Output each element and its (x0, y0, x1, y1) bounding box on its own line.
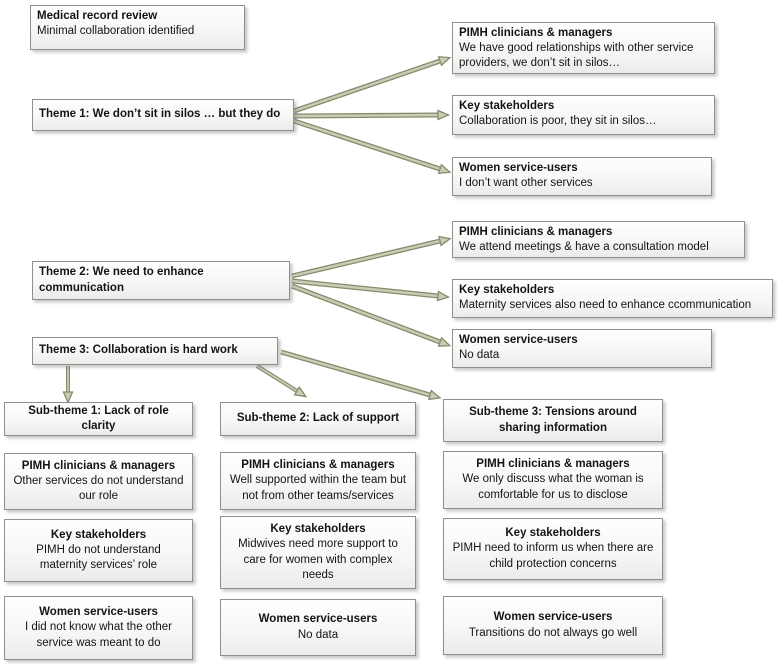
theme2-pimh-body: We attend meetings & have a consultation… (459, 241, 709, 254)
box-subtheme2-women: Women service-users No data (220, 599, 416, 656)
subtheme-3-label: Sub-theme 3: Tensions around sharing inf… (469, 406, 637, 434)
box-medical-record-review: Medical record review Minimal collaborat… (30, 5, 245, 50)
box-subtheme1-women: Women service-users I did not know what … (4, 596, 193, 660)
theme2-women-title: Women service-users (459, 334, 578, 346)
subtheme1-key-body: PIMH do not understand maternity service… (36, 543, 161, 572)
subtheme3-women-body: Transitions do not always go well (468, 626, 638, 639)
theme1-pimh-body: We have good relationships with other se… (459, 42, 694, 70)
box-subtheme2-key-stakeholders: Key stakeholders Midwives need more supp… (220, 516, 416, 589)
box-theme2-key-stakeholders: Key stakeholders Maternity services also… (452, 279, 773, 318)
subtheme3-key-title: Key stakeholders (505, 527, 601, 540)
subtheme2-key-body: Midwives need more support to care for w… (238, 538, 398, 581)
box-subtheme1-pimh: PIMH clinicians & managers Other service… (4, 453, 193, 510)
box-theme1-women: Women service-users I don’t want other s… (452, 157, 712, 196)
box-theme-1: Theme 1: We don’t sit in silos … but the… (32, 99, 294, 131)
box-theme1-pimh: PIMH clinicians & managers We have good … (452, 22, 715, 74)
theme1-women-title: Women service-users (459, 162, 578, 174)
arrow-theme1-to-pimh (293, 61, 440, 114)
subtheme3-pimh-title: PIMH clinicians & managers (476, 458, 630, 471)
box-subtheme1-key-stakeholders: Key stakeholders PIMH do not understand … (4, 519, 193, 582)
subtheme3-pimh-body: We only discuss what the woman is comfor… (462, 473, 644, 501)
subtheme3-women-title: Women service-users (493, 611, 613, 624)
theme1-women-body: I don’t want other services (459, 177, 593, 190)
subtheme-2-label: Sub-theme 2: Lack of support (236, 412, 400, 425)
subtheme2-pimh-body: Well supported within the team but not f… (229, 474, 407, 502)
subtheme1-women-body: I did not know what the other service wa… (24, 621, 173, 649)
theme2-women-body: No data (459, 349, 500, 362)
box-theme-3: Theme 3: Collaboration is hard work (32, 337, 278, 365)
box-theme2-pimh: PIMH clinicians & managers We attend mee… (452, 221, 745, 258)
subtheme3-key-body: PIMH need to inform us when there are ch… (452, 542, 654, 570)
medical-record-title: Medical record review (37, 10, 158, 22)
subtheme2-women-body: No data (297, 628, 339, 641)
medical-record-body: Minimal collaboration identified (37, 25, 195, 38)
subtheme2-pimh-title: PIMH clinicians & managers (241, 459, 395, 472)
box-subtheme2-pimh: PIMH clinicians & managers Well supporte… (220, 452, 416, 510)
theme-1-label: Theme 1: We don’t sit in silos … but the… (39, 108, 281, 121)
theme2-pimh-title: PIMH clinicians & managers (459, 226, 613, 238)
box-subtheme3-key-stakeholders: Key stakeholders PIMH need to inform us … (443, 518, 663, 580)
arrow-theme2-to-key-stakeholders (291, 278, 438, 296)
box-subtheme-2: Sub-theme 2: Lack of support (220, 402, 416, 436)
theme2-key-title: Key stakeholders (459, 284, 555, 296)
arrow-theme3-to-subtheme2 (255, 364, 297, 391)
arrow-theme1-to-women (293, 118, 440, 169)
theme-2-label: Theme 2: We need to enhance communicatio… (39, 266, 204, 294)
theme-3-label: Theme 3: Collaboration is hard work (39, 344, 238, 357)
subtheme2-key-title: Key stakeholders (270, 523, 366, 536)
box-subtheme-1: Sub-theme 1: Lack of role clarity (4, 402, 193, 436)
theme1-key-title: Key stakeholders (459, 100, 555, 112)
arrow-theme1-to-key-stakeholders (293, 115, 438, 116)
subtheme1-key-title: Key stakeholders (50, 528, 147, 541)
subtheme1-women-title: Women service-users (39, 606, 158, 619)
box-theme-2: Theme 2: We need to enhance communicatio… (32, 261, 290, 300)
box-theme2-women: Women service-users No data (452, 329, 712, 368)
theme2-key-body: Maternity services also need to enhance … (459, 299, 752, 312)
subtheme1-pimh-title: PIMH clinicians & managers (21, 459, 176, 472)
arrow-theme2-to-pimh (291, 241, 440, 279)
subtheme-1-label: Sub-theme 1: Lack of role clarity (28, 404, 169, 432)
box-subtheme-3: Sub-theme 3: Tensions around sharing inf… (443, 399, 663, 442)
box-theme1-key-stakeholders: Key stakeholders Collaboration is poor, … (452, 95, 715, 135)
theme1-pimh-title: PIMH clinicians & managers (459, 27, 613, 39)
box-subtheme3-women: Women service-users Transitions do not a… (443, 596, 663, 655)
subtheme1-pimh-body: Other services do not understand our rol… (13, 474, 184, 503)
box-subtheme3-pimh: PIMH clinicians & managers We only discu… (443, 451, 663, 509)
arrow-theme2-to-women (291, 283, 440, 342)
subtheme2-women-title: Women service-users (258, 613, 378, 626)
arrow-theme3-to-subtheme3 (280, 349, 430, 395)
theme1-key-body: Collaboration is poor, they sit in silos… (459, 115, 657, 128)
